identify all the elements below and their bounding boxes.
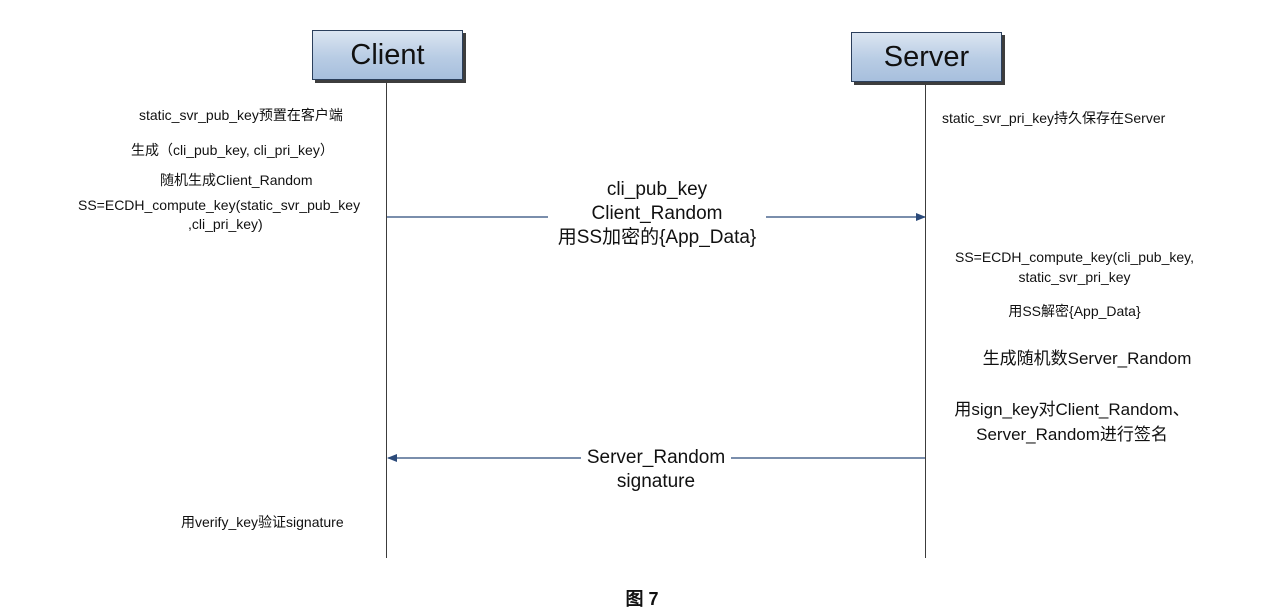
server-note-sign-2: Server_Random进行签名 — [976, 425, 1168, 444]
client-actor-label: Client — [350, 38, 425, 71]
request-message-label: cli_pub_key Client_Random 用SS加密的{App_Dat… — [548, 178, 766, 250]
server-note-compute-ss-2: static_svr_pri_key — [1018, 269, 1131, 285]
client-note-preset-key: static_svr_pub_key预置在客户端 — [139, 107, 343, 123]
client-actor-box: Client — [312, 30, 463, 80]
figure-caption: 图 7 — [625, 589, 659, 609]
client-note-compute-ss-2: ,cli_pri_key) — [188, 216, 263, 232]
server-note-gen-random: 生成随机数Server_Random — [982, 349, 1192, 368]
request-line-client-random: Client_Random — [591, 203, 723, 224]
server-note-persist-key: static_svr_pri_key持久保存在Server — [942, 110, 1166, 126]
request-line-app-data: 用SS加密的{App_Data} — [557, 227, 757, 248]
server-note-compute-ss-1: SS=ECDH_compute_key(cli_pub_key, — [954, 249, 1195, 265]
client-lifeline — [386, 81, 387, 558]
client-note-verify: 用verify_key验证signature — [181, 514, 344, 530]
server-actor-box: Server — [851, 32, 1002, 82]
server-lifeline — [925, 83, 926, 558]
request-line-cli-pub-key: cli_pub_key — [606, 179, 708, 200]
server-note-decrypt: 用SS解密{App_Data} — [1008, 303, 1141, 319]
server-note-sign-1: 用sign_key对Client_Random、 — [954, 400, 1190, 419]
client-note-compute-ss-1: SS=ECDH_compute_key(static_svr_pub_key — [78, 197, 361, 213]
client-note-gen-keypair: 生成（cli_pub_key, cli_pri_key） — [131, 142, 334, 158]
client-note-gen-random: 随机生成Client_Random — [160, 172, 313, 188]
response-line-server-random: Server_Random — [586, 447, 726, 468]
response-line-signature: signature — [616, 471, 696, 492]
response-message-label: Server_Random signature — [581, 446, 731, 494]
server-actor-label: Server — [883, 40, 970, 73]
